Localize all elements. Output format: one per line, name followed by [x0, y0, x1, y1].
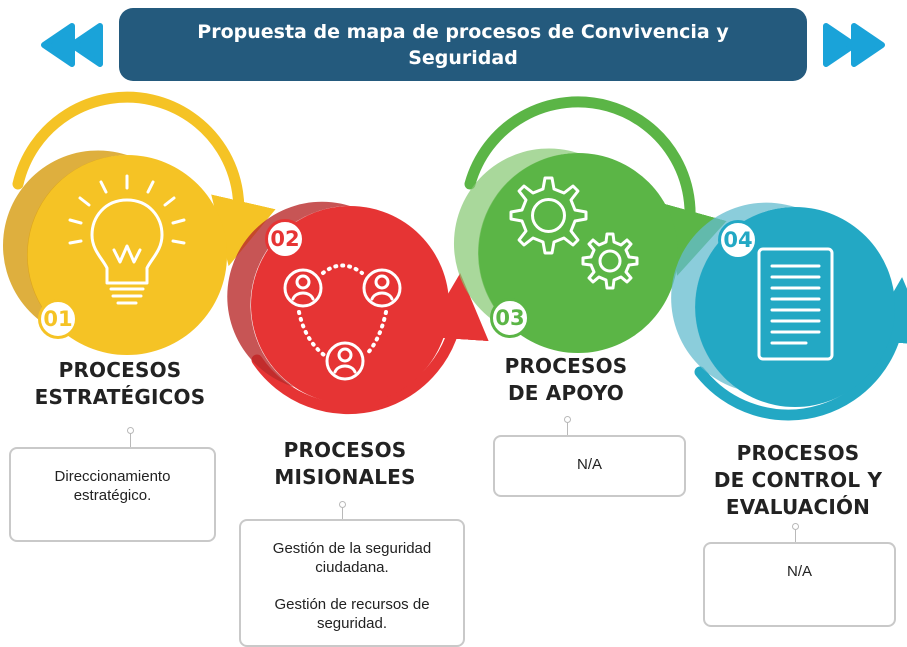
stage-1-circle [27, 155, 227, 355]
stage-3-detail-box: N/A [493, 435, 686, 497]
stage-4-detail-box: N/A [703, 542, 896, 627]
stage-3-graphic [453, 96, 727, 353]
gears-icon [509, 176, 639, 290]
stage-2-title: PROCESOS MISIONALES [250, 437, 440, 491]
stage-2-circle [251, 206, 449, 404]
stage-1-title-line2: ESTRATÉGICOS [34, 385, 206, 409]
stage-2-connector [339, 501, 346, 520]
stage-4-title-line3: EVALUACIÓN [725, 495, 871, 519]
stage-4-connector [792, 523, 799, 543]
stage-1-title-line1: PROCESOS [58, 358, 182, 382]
stage-3-title-line2: DE APOYO [507, 381, 625, 405]
stage-1-graphic [2, 91, 276, 355]
stage-2-arc-arrow [251, 273, 489, 415]
stage-2-item-2: Gestión de recursos de seguridad. [274, 596, 430, 632]
stage-4-graphic [671, 202, 907, 421]
stage-2-item-1: Gestión de la seguridad ciudadana. [272, 540, 432, 576]
stage-4-arc-arrow [694, 277, 907, 421]
page-title-line1: Propuesta de mapa de procesos de Convive… [197, 20, 729, 43]
stage-2-number-badge: 02 [265, 219, 305, 259]
stage-3-connector [564, 416, 571, 436]
stage-2-detail-box: Gestión de la seguridad ciudadana. Gesti… [239, 519, 465, 647]
stage-3-number-badge: 03 [490, 298, 530, 338]
lightbulb-icon [68, 174, 186, 305]
stage-4-number-badge: 04 [718, 220, 758, 260]
stage-3-arc-arrow [464, 96, 727, 276]
double-left-arrow-icon[interactable] [38, 22, 104, 68]
stage-1-number-badge: 01 [38, 299, 78, 339]
stage-3-circle [478, 153, 678, 353]
stage-2-title-line2: MISIONALES [274, 465, 416, 489]
stage-4-title-line2: DE CONTROL Y [713, 468, 883, 492]
people-network-icon [283, 263, 402, 381]
double-right-arrow-icon[interactable] [822, 22, 888, 68]
document-icon [757, 247, 834, 361]
page-title: Propuesta de mapa de procesos de Convive… [119, 8, 807, 81]
stage-1-detail-box: Direccionamiento estratégico. [9, 447, 216, 542]
stage-3-item-1: N/A [576, 456, 602, 473]
stage-4-item-1: N/A [786, 563, 812, 580]
stage-3-title-line1: PROCESOS [504, 354, 628, 378]
stage-2-title-line1: PROCESOS [283, 438, 407, 462]
stage-1-title: PROCESOS ESTRATÉGICOS [10, 357, 230, 411]
stage-3-title: PROCESOS DE APOYO [476, 353, 656, 407]
stage-2-graphic [227, 201, 489, 415]
page-title-line2: Seguridad [408, 46, 518, 69]
stage-1-item-1: Direccionamiento estratégico. [54, 468, 171, 504]
stage-4-title: PROCESOS DE CONTROL Y EVALUACIÓN [696, 440, 900, 521]
stage-4-title-line1: PROCESOS [736, 441, 860, 465]
stage-1-arc-arrow [12, 91, 276, 267]
stage-1-connector [127, 427, 134, 448]
